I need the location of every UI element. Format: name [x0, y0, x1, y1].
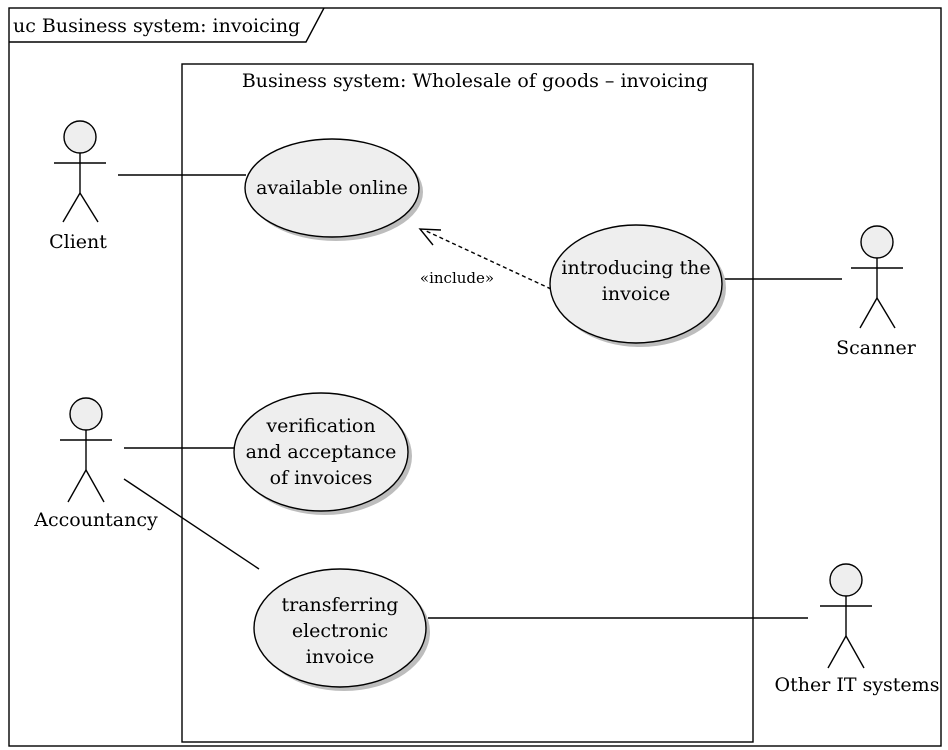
- use-case-label-line-1: introducing the: [561, 257, 710, 279]
- use-case-transferring: transferring electronic invoice: [253, 568, 430, 691]
- use-case-label-line-1: transferring: [282, 594, 399, 616]
- use-case-label-line-2: invoice: [602, 283, 670, 305]
- actor-accountancy: Accountancy: [33, 397, 158, 531]
- use-case-label-line-3: invoice: [306, 646, 374, 668]
- use-case-label-line-1: verification: [265, 415, 375, 437]
- actor-icon: [54, 120, 106, 223]
- system-boundary-title: Business system: Wholesale of goods – in…: [242, 70, 708, 92]
- use-case-label-line-2: electronic: [292, 620, 388, 642]
- include-arrowhead: [418, 228, 442, 246]
- associations: [118, 174, 842, 619]
- use-case-available-online: available online: [244, 138, 423, 241]
- actor-icon: [851, 225, 903, 329]
- association-accountancy-transferring: [123, 478, 260, 570]
- use-case-introducing-invoice: introducing the invoice: [549, 224, 726, 347]
- actor-label: Client: [49, 231, 107, 253]
- include-dashed-line: [423, 229, 552, 290]
- include-label: «include»: [420, 269, 494, 287]
- use-case-label-line-3: of invoices: [270, 467, 373, 489]
- actor-client: Client: [49, 120, 107, 253]
- actor-icon: [60, 397, 112, 503]
- actor-icon: [820, 563, 872, 669]
- actor-label: Scanner: [836, 337, 917, 359]
- use-case-verification: verification and acceptance of invoices: [233, 392, 412, 515]
- diagram-frame: uc Business system: invoicing: [8, 7, 942, 747]
- actor-label: Other IT systems: [775, 674, 940, 696]
- actor-label: Accountancy: [33, 509, 158, 531]
- use-case-label-line-2: and acceptance: [246, 441, 397, 463]
- use-case-label: available online: [256, 177, 408, 199]
- actor-other-it-systems: Other IT systems: [775, 563, 940, 696]
- system-boundary: Business system: Wholesale of goods – in…: [181, 63, 754, 743]
- include-relationship: «include»: [418, 228, 552, 290]
- actor-scanner: Scanner: [836, 225, 917, 359]
- frame-title: uc Business system: invoicing: [13, 15, 300, 37]
